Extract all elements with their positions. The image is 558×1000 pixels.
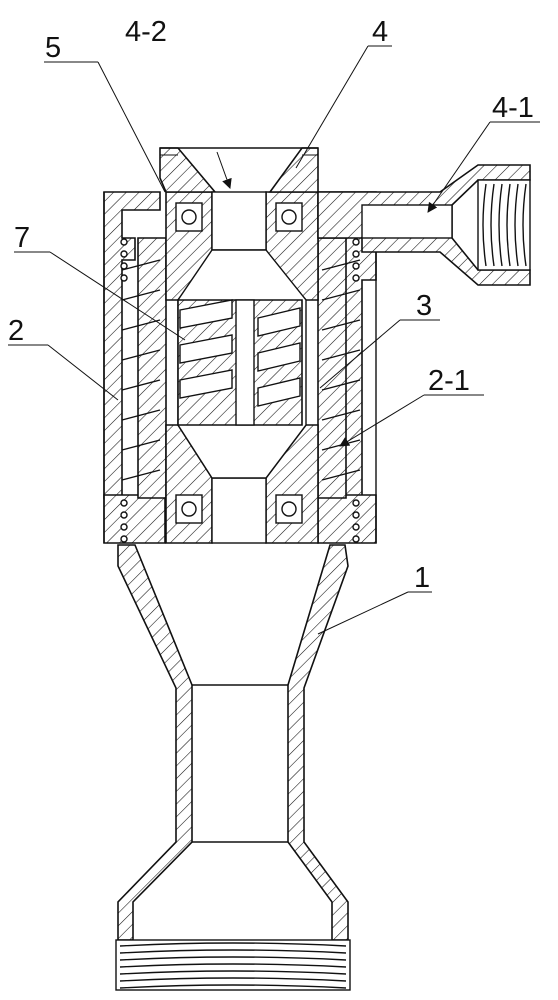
side-inlet-pipe — [317, 164, 531, 286]
inlet-thread-lines — [482, 183, 527, 267]
label-2: 2 — [8, 315, 24, 347]
blade-gaps — [179, 299, 301, 407]
thread-balls — [120, 238, 360, 543]
label-4: 4 — [372, 16, 388, 48]
lower-funnel-body — [115, 544, 351, 991]
label-3: 3 — [416, 290, 432, 322]
label-5: 5 — [45, 32, 61, 64]
central-spiral-blades — [177, 299, 303, 426]
part-labels: 5 4-2 4 4-1 7 3 2 2-1 1 — [8, 16, 534, 594]
outer-housing — [103, 191, 377, 544]
label-2-1: 2-1 — [428, 365, 470, 397]
leader-lines — [8, 45, 540, 635]
label-4-2: 4-2 — [125, 16, 167, 48]
label-7: 7 — [14, 222, 30, 254]
left-spiral-fins — [121, 259, 161, 481]
bearings — [175, 202, 303, 524]
label-1: 1 — [414, 562, 430, 594]
label-4-1: 4-1 — [492, 92, 534, 124]
bottom-thread-lines — [119, 942, 347, 989]
